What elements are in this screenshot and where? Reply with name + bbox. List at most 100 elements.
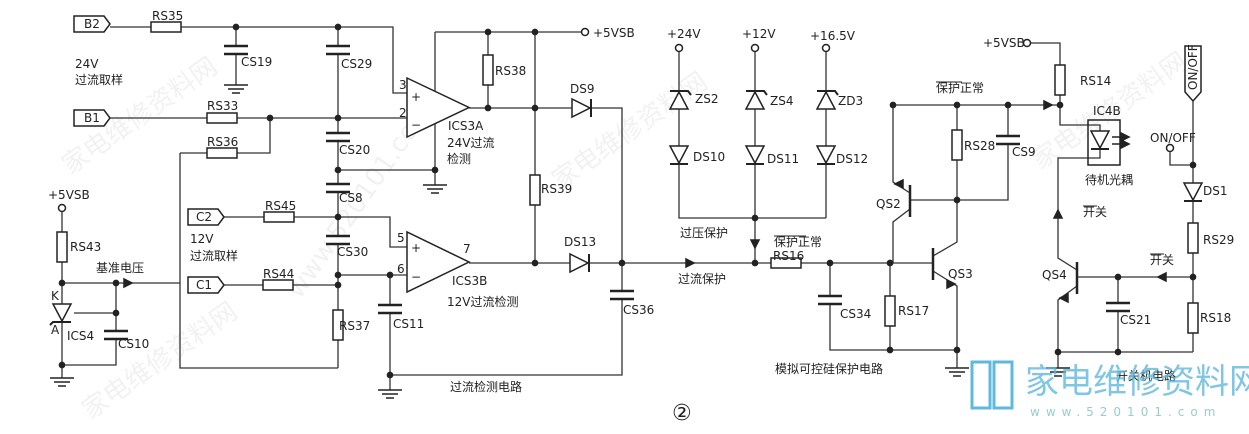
- wire: [1057, 150, 1101, 271]
- arrow-icon: [123, 277, 134, 289]
- junction-dot: [232, 23, 240, 31]
- wire: [222, 216, 407, 248]
- overcurrent-detect-circuit-label: 过流检测电路: [450, 379, 522, 394]
- junction-dot: [112, 309, 120, 317]
- detect-12v-label: 12V过流检测: [447, 294, 518, 309]
- resistor: [206, 147, 238, 159]
- terminal-circle: [57, 203, 67, 213]
- connector-b1-label: B1: [84, 111, 100, 125]
- diode-icon: [1182, 182, 1204, 202]
- pin-3-label: 3: [399, 78, 407, 92]
- junction-dot: [1004, 101, 1012, 109]
- switch-label-2: 开关: [1150, 253, 1174, 267]
- capacitor-gap: [378, 305, 402, 313]
- cs34-label: CS34: [840, 307, 871, 321]
- junction-dot: [334, 213, 342, 221]
- terminal-circle: [1165, 143, 1175, 153]
- labels: B2 B1 C2 C1 RS35 RS33 RS36 RS45 RS44 RS3…: [48, 9, 1234, 426]
- cs9-label: CS9: [1012, 145, 1036, 159]
- resistor: [332, 309, 344, 341]
- terminal-circle: [674, 43, 684, 53]
- junction-dot: [531, 104, 539, 112]
- ds11-label: DS11: [767, 152, 799, 166]
- wire: [62, 283, 117, 366]
- capacitor-gap: [326, 236, 350, 244]
- wire: [932, 270, 958, 350]
- arrow-icon: [1120, 138, 1131, 150]
- ics3a-plus-label: +: [411, 90, 421, 104]
- cs36-label: CS36: [623, 303, 654, 317]
- site-logo: 家电维修资料网 www.520101.com: [970, 360, 1249, 419]
- logo-url: www.520101.com: [1030, 405, 1221, 419]
- ds13-label: DS13: [564, 235, 596, 249]
- arrow-icon: [1043, 99, 1054, 111]
- arrow-icon: [1052, 208, 1064, 219]
- junction-dot: [1056, 101, 1064, 109]
- junction-dot: [953, 101, 961, 109]
- rs33-label: RS33: [207, 99, 238, 113]
- resistor: [150, 21, 182, 33]
- zs4-label: ZS4: [770, 94, 793, 108]
- logo-site-name: 家电维修资料网: [1025, 362, 1249, 402]
- sample-12v-label-2: 过流取样: [190, 248, 238, 263]
- arrow-icon: [1120, 131, 1131, 143]
- rs44-label: RS44: [263, 267, 294, 281]
- junction-dot: [1114, 273, 1122, 281]
- rs37-label: RS37: [339, 319, 370, 333]
- diode-icon: [569, 252, 590, 274]
- wire: [1031, 42, 1101, 132]
- switch-label-1: 开关: [1083, 205, 1107, 219]
- junction-dot: [886, 346, 894, 354]
- junction-dot: [1114, 348, 1122, 356]
- ics4-label: ICS4: [67, 329, 94, 343]
- junction-dot: [334, 281, 342, 289]
- rs36-label: RS36: [207, 135, 238, 149]
- junction-dot: [1189, 161, 1197, 169]
- terminal-circle: [1022, 38, 1032, 48]
- qs2-label: QS2: [876, 197, 901, 211]
- reference-voltage-label: 基准电压: [96, 261, 144, 275]
- junction-dot: [889, 101, 897, 109]
- junction-dot: [484, 104, 492, 112]
- resistor: [1054, 64, 1066, 96]
- junction-dot: [953, 196, 961, 204]
- junction-dot: [531, 259, 539, 267]
- rs28-label: RS28: [964, 139, 995, 153]
- resistor: [206, 112, 238, 124]
- wire: [390, 107, 623, 376]
- protect-normal-label-mid: 保护正常: [774, 235, 822, 249]
- capacitor-gap: [1106, 303, 1130, 311]
- ds12-label: DS12: [836, 152, 868, 166]
- rs35-label: RS35: [152, 9, 183, 23]
- arrow-icon: [946, 278, 957, 290]
- ics3b-plus-label: +: [411, 241, 421, 255]
- on-off-input-label: ON/OFF: [1150, 131, 1196, 145]
- wire: [179, 153, 338, 369]
- junction-dot: [431, 166, 439, 174]
- diode-bar: [670, 90, 692, 96]
- rail-12v-label: +12V: [742, 27, 776, 41]
- ics3a-minus-label: −: [411, 118, 421, 132]
- rs29-label: RS29: [1203, 233, 1234, 247]
- rail-16-5v-label: +16.5V: [810, 29, 856, 43]
- ics3a-label: ICS3A: [448, 119, 484, 133]
- junction-dot: [334, 114, 342, 122]
- cs19-label: CS19: [241, 55, 272, 69]
- capacitor-gap: [224, 46, 248, 54]
- junction-dot: [484, 28, 492, 36]
- ds9-label: DS9: [570, 82, 595, 96]
- rs14-label: RS14: [1080, 74, 1111, 88]
- cs29-label: CS29: [341, 57, 372, 71]
- resistor: [770, 257, 802, 269]
- wire: [829, 263, 957, 351]
- rail-5vsb-left-label: +5VSB: [48, 188, 90, 202]
- overcurrent-protect-label: 过流保护: [678, 272, 726, 286]
- diode-icon: [668, 145, 690, 165]
- junction-dot: [826, 259, 834, 267]
- ics3b-minus-label: −: [411, 270, 421, 284]
- resistor: [56, 231, 68, 263]
- rs39-label: RS39: [541, 182, 572, 196]
- op-amp-icon: [406, 76, 471, 139]
- junction-dot: [334, 23, 342, 31]
